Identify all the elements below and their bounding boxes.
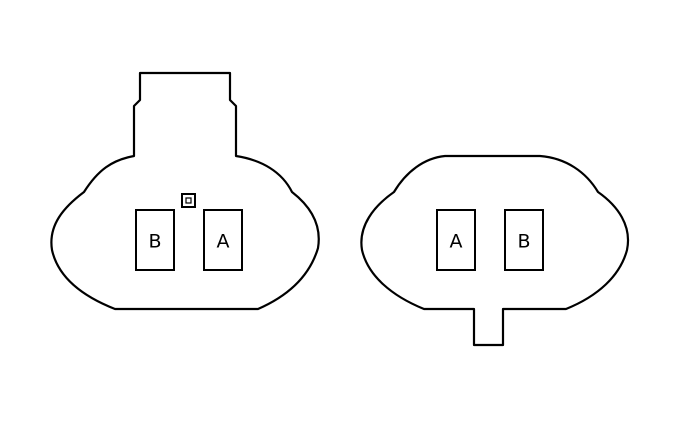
left-pin-b-cavity bbox=[135, 209, 175, 271]
right-pin-b: B bbox=[504, 209, 544, 271]
left-connector-body bbox=[50, 71, 320, 311]
left-pin-a: A bbox=[203, 209, 243, 271]
left-pin-a-label: A bbox=[217, 231, 230, 253]
left-pin-b: B bbox=[135, 209, 175, 271]
right-pin-a-label: A bbox=[450, 231, 463, 253]
left-pin-a-cavity bbox=[203, 209, 243, 271]
right-pin-b-label: B bbox=[517, 231, 530, 253]
right-connector: A B bbox=[360, 154, 630, 347]
left-pin-b-label: B bbox=[148, 231, 161, 253]
right-connector-body bbox=[360, 154, 630, 347]
right-pin-a: A bbox=[436, 209, 476, 271]
right-pin-a-cavity bbox=[436, 209, 476, 271]
left-connector: B A bbox=[50, 71, 320, 311]
right-pin-b-cavity bbox=[504, 209, 544, 271]
left-keying-marker-inner bbox=[185, 197, 192, 204]
